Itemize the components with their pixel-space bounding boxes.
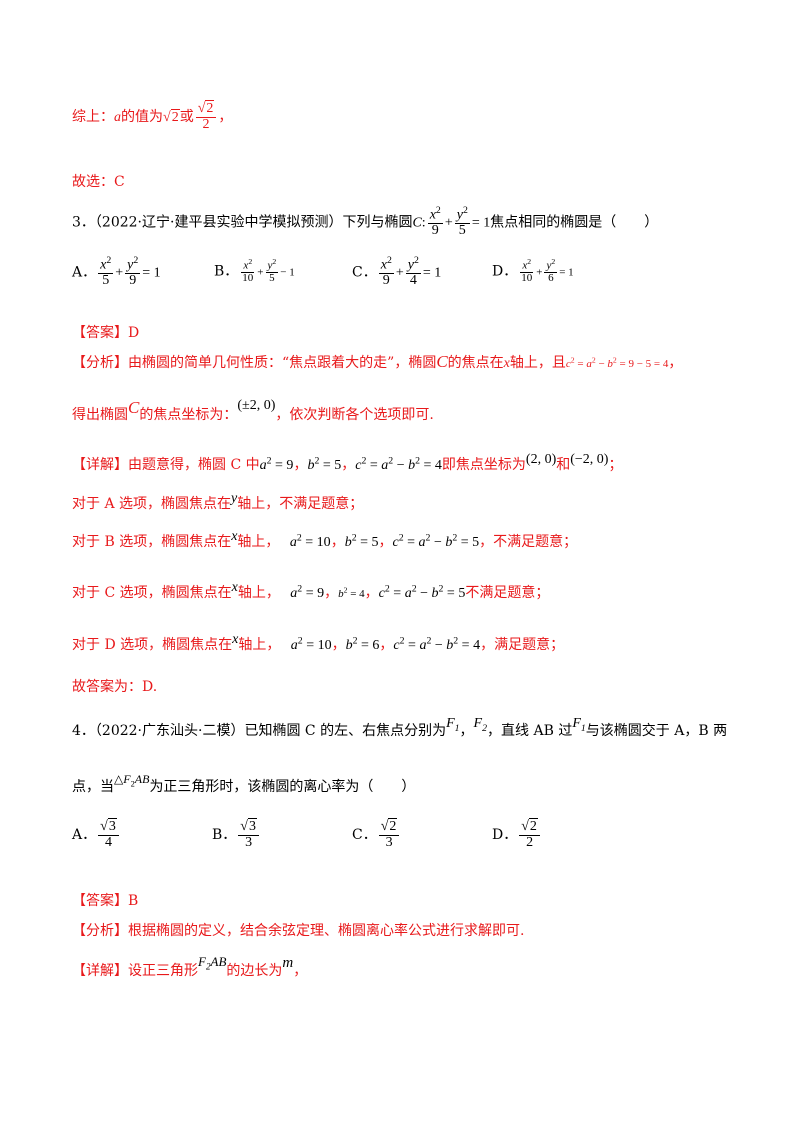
var-a: a <box>114 110 121 126</box>
detail-4: 【详解】设正三角形F2AB的边长为m， <box>72 954 308 979</box>
sqrt-2: √2 <box>163 109 180 126</box>
detail-3: 【详解】由题意得，椭圆 C 中a2 = 9，b2 = 5，c2 = a2 − b… <box>72 452 623 473</box>
answer-3: 【答案】D <box>72 325 140 341</box>
answer-4: 【答案】B <box>72 893 139 909</box>
summary-prefix: 综上： <box>72 109 114 126</box>
final-answer-3: 故答案为：D. <box>72 679 158 695</box>
check-option-c: 对于 C 选项，椭圆焦点在x轴上， a2 = 9，b2 = 4，c2 = a2 … <box>72 580 550 601</box>
choose-c-line: 故选：C <box>72 174 125 190</box>
analysis-4: 【分析】根据椭圆的定义，结合余弦定理、椭圆离心率公式进行求解即可. <box>72 923 525 939</box>
or-text: 或 <box>179 109 194 126</box>
summary-mid: 的值为 <box>121 109 163 126</box>
check-option-d: 对于 D 选项，椭圆焦点在x轴上， a2 = 10，b2 = 6，c2 = a2… <box>72 632 565 653</box>
check-option-b: 对于 B 选项，椭圆焦点在x轴上， a2 = 10，b2 = 5，c2 = a2… <box>72 529 578 550</box>
question-4-source: （2022·广东汕头·二模） <box>94 723 245 739</box>
analysis-3: 【分析】由椭圆的简单几何性质：“焦点跟着大的走”，椭圆C的焦点在x轴上，且c2 … <box>72 352 683 371</box>
analysis-3-cont: 得出椭圆C的焦点坐标为：(±2, 0)，依次判断各个选项即可. <box>72 398 434 423</box>
question-4: 4．（2022·广东汕头·二模）已知椭圆 C 的左、右焦点分别为F1，F2，直线… <box>72 716 728 739</box>
question-3-source: （2022·辽宁·建平县实验中学模拟预测） <box>94 214 343 231</box>
check-option-a: 对于 A 选项，椭圆焦点在y轴上，不满足题意； <box>72 491 364 512</box>
question-4-cont: 点，当△F2AB为正三角形时，该椭圆的离心率为（ ） <box>72 772 416 795</box>
